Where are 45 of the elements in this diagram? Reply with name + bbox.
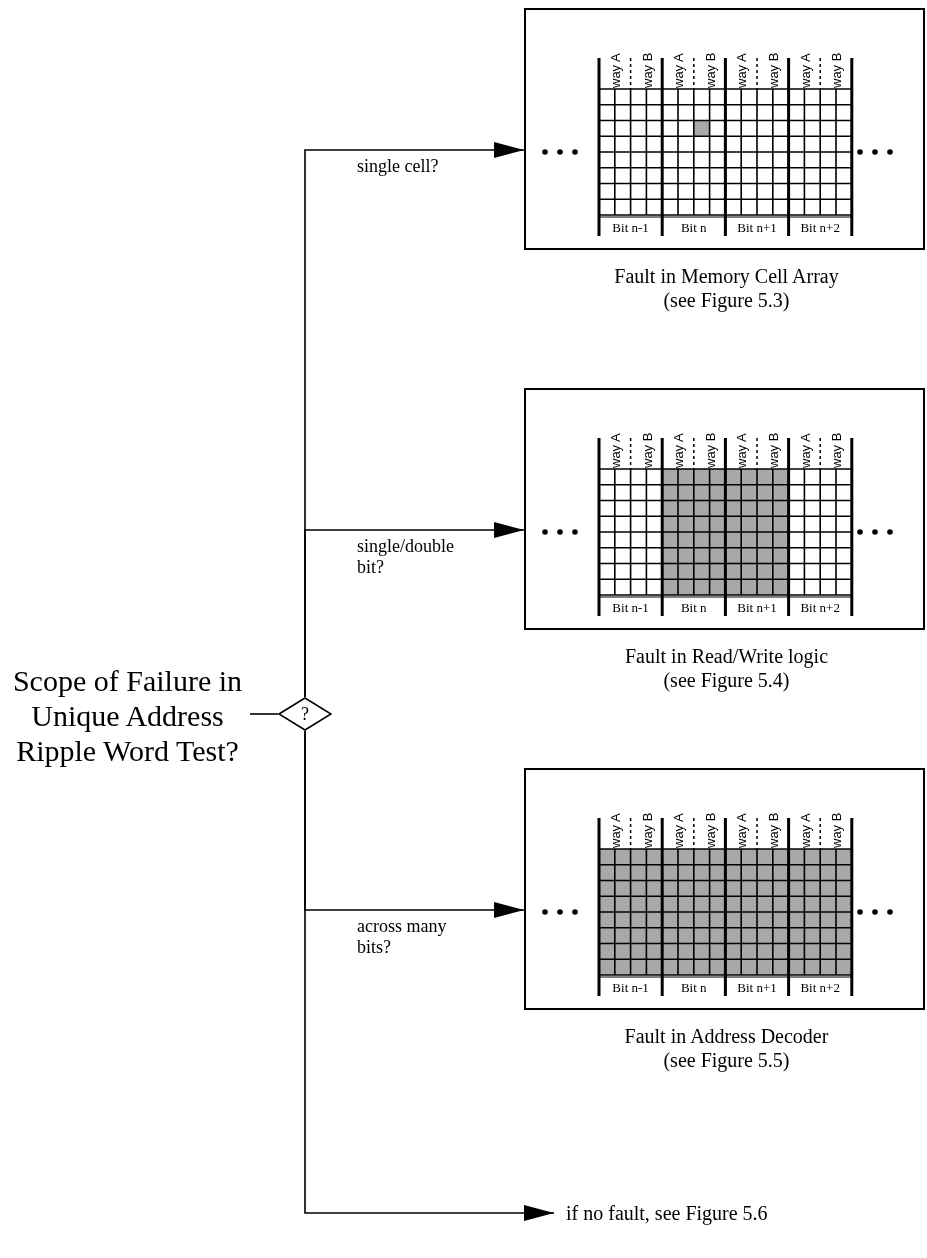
column-label: way B (765, 51, 781, 88)
bit-label: Bit n (679, 221, 708, 234)
column-label: way A (607, 52, 623, 88)
bit-label: Bit n+1 (736, 221, 778, 234)
bit-label: Bit n (679, 601, 708, 614)
column-label: way B (765, 431, 781, 468)
column-label: way B (828, 431, 845, 468)
column-label: way A (796, 812, 813, 848)
column-label: way A (733, 52, 750, 88)
column-label: way A (796, 432, 813, 468)
bit-label: Bit n (679, 981, 708, 994)
decision-mark: ? (301, 705, 309, 723)
arrow (304, 522, 525, 698)
column-label: way A (670, 52, 687, 88)
column-label: way B (701, 431, 718, 468)
bit-label: Bit n-1 (611, 981, 650, 994)
question-text: Scope of Failure in Unique Address Ripple Word Test? (11, 662, 244, 768)
column-label: way A (796, 52, 813, 88)
outcome-text: if no fault, see Figure 5.6 (566, 1203, 768, 1223)
column-label: way B (765, 811, 781, 848)
column-label: way B (828, 811, 845, 848)
bit-label: Bit n+2 (799, 221, 841, 234)
column-label: way B (638, 811, 655, 848)
column-label: way A (733, 432, 750, 468)
bit-label: Bit n+2 (799, 981, 841, 994)
bit-label: Bit n+2 (799, 601, 841, 614)
column-label: way B (638, 51, 655, 88)
column-label: way A (607, 432, 623, 468)
column-label: way A (607, 812, 623, 848)
column-label: way B (638, 431, 655, 468)
bit-label: Bit n+1 (736, 981, 778, 994)
bit-label: Bit n-1 (611, 601, 650, 614)
column-label: way B (828, 51, 845, 88)
bit-label: Bit n-1 (611, 221, 650, 234)
column-label: way A (733, 812, 750, 848)
bit-label: Bit n+1 (736, 601, 778, 614)
column-label: way B (701, 51, 718, 88)
column-label: way A (670, 432, 687, 468)
connector-line (249, 713, 279, 715)
panel-caption: Fault in Memory Cell Array (see Figure 5.3) (613, 264, 840, 312)
panel-caption: Fault in Address Decoder (see Figure 5.5) (623, 1024, 830, 1072)
arrow (304, 730, 555, 1221)
column-label: way B (701, 811, 718, 848)
panel-caption: Fault in Read/Write logic (see Figure 5.4) (623, 644, 829, 692)
column-label: way A (670, 812, 687, 848)
